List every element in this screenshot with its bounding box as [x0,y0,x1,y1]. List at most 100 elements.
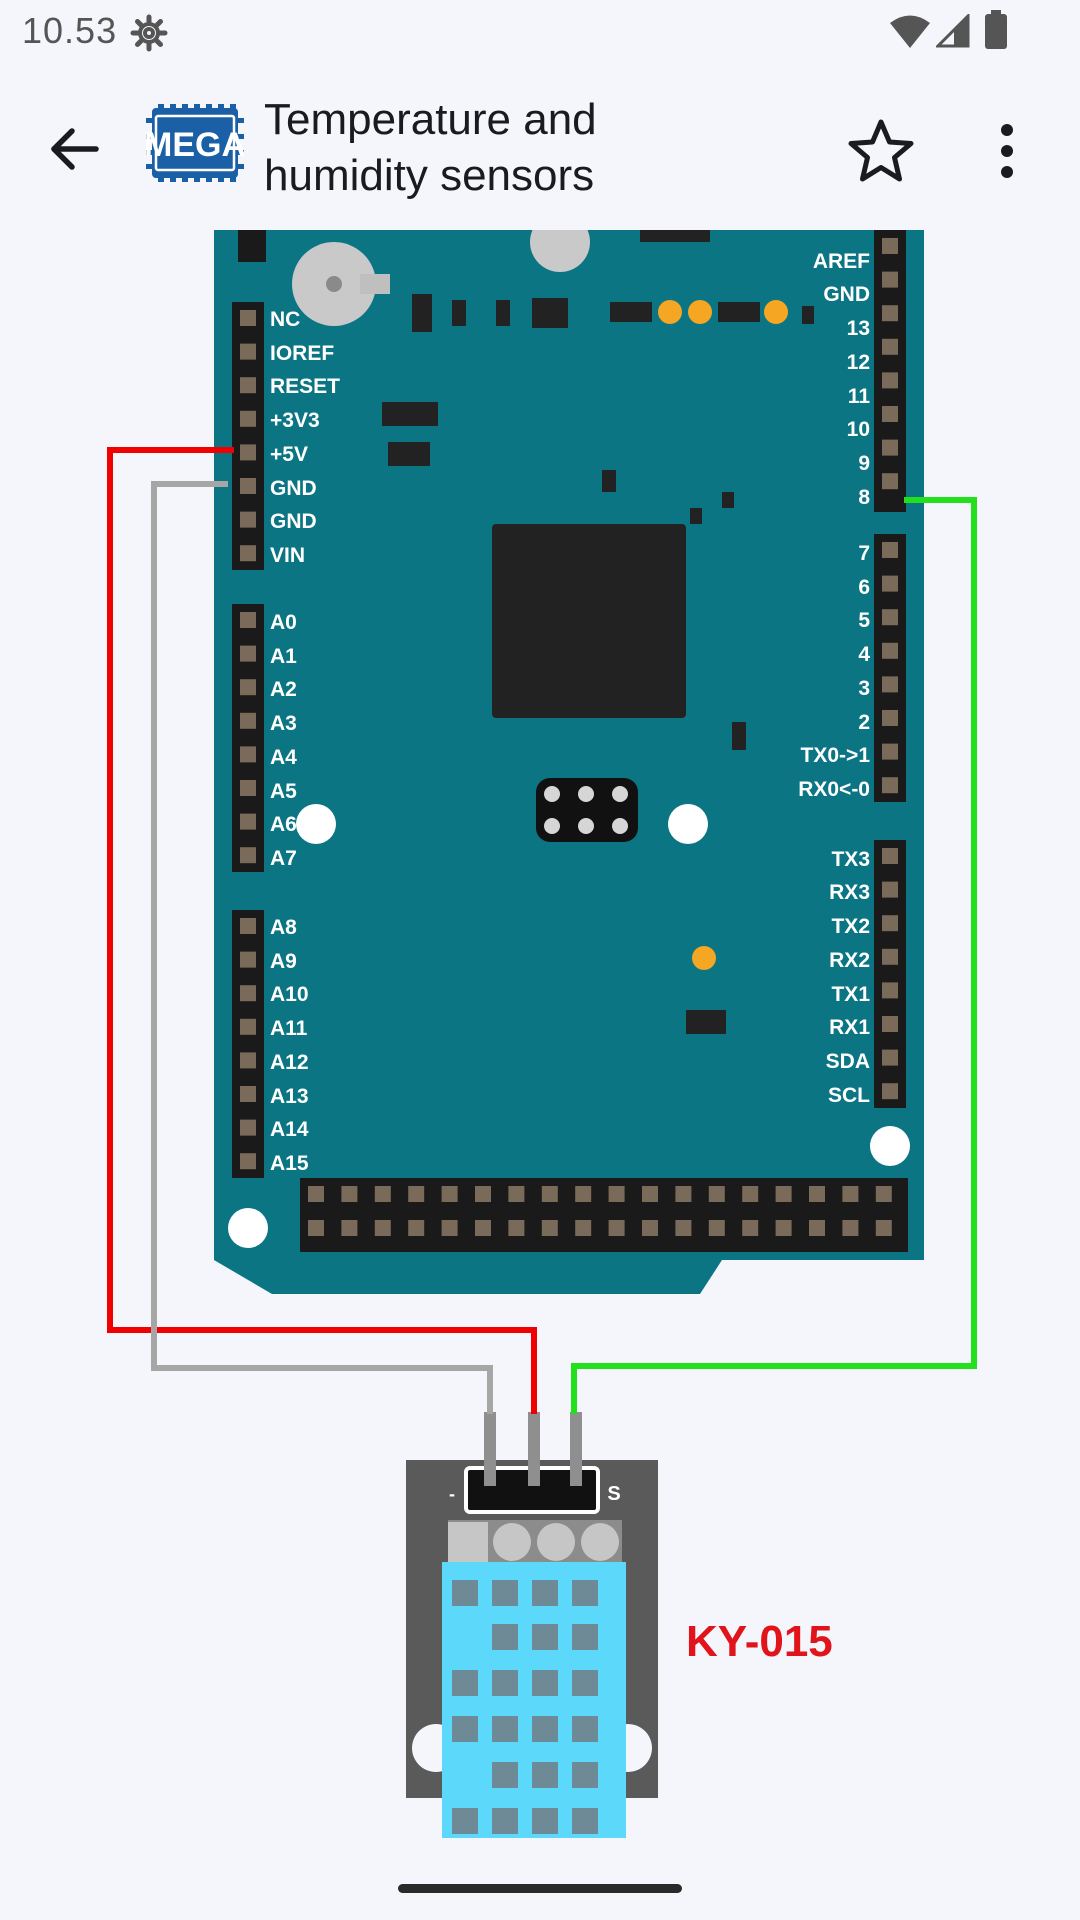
pin-label: A9 [270,950,297,973]
header-pin [341,1186,358,1202]
header-pin [240,1119,256,1136]
header-pin [541,1186,558,1202]
header-pin [608,1220,625,1236]
right-pin-labels-3: TX3 RX3 TX2 RX2 TX1 RX1 SDA SCL [826,848,871,1107]
header-pin [875,1186,892,1202]
pin-label: A3 [270,712,297,735]
more-vert-icon[interactable] [974,116,1040,186]
grille-hole [572,1580,598,1606]
back-arrow-icon[interactable] [40,114,110,184]
header-pin [882,915,898,932]
header-pin [240,679,256,696]
pin-label: 7 [858,542,870,565]
pin-label: A8 [270,916,297,939]
page-title: Temperature and humidity sensors [264,92,824,204]
header-pin [240,1153,256,1170]
header-pin [809,1220,825,1236]
grille-hole [532,1670,558,1696]
wire-signal [571,497,977,1414]
header-pin [508,1186,525,1202]
pin-label: SDA [826,1050,870,1073]
header-pin [882,982,898,999]
pin-label: RESET [270,375,340,398]
pin-label: TX2 [831,915,870,938]
wiring-diagram-svg: NC IOREF RESET +3V3 +5V GND GND VIN A0 A… [107,212,977,1838]
header-pin [642,1186,658,1202]
header-pin [742,1186,759,1202]
pin-label: A4 [270,746,297,769]
header-pin [475,1186,491,1202]
pin-label: A12 [270,1051,309,1074]
header-pin [240,813,256,830]
header-pin [882,642,898,659]
pin-label: 4 [858,643,870,666]
header-pin [675,1186,692,1202]
header-pin [240,780,256,796]
header-pin [240,985,256,1002]
grille-hole [492,1762,518,1788]
status-bar: 10.53 [0,0,1080,64]
grille-hole [492,1808,518,1834]
header-pin-squares [240,238,898,1236]
sensor-pin-signal-label: S [607,1483,620,1505]
header-pin [240,545,256,562]
pin-label: TX3 [831,848,870,871]
grille-hole [572,1808,598,1834]
header-pin [308,1186,324,1202]
sensor-pin-minus-label: - [449,1484,455,1504]
pin-label: RX2 [829,949,870,972]
header-pin [240,511,256,528]
grille-hole [452,1580,478,1606]
pin-label: A14 [270,1118,309,1141]
header-pin [882,743,898,760]
header-pin [240,712,256,729]
header-pin [875,1220,892,1236]
star-outline-icon[interactable] [846,116,916,186]
header-pin [775,1186,792,1202]
pin-label: 8 [858,486,870,509]
header-pin [882,238,898,254]
header-pin [642,1220,658,1236]
pin-label: A1 [270,645,297,668]
header-pin [240,1052,256,1069]
pin-label: A7 [270,847,297,870]
header-pin [240,847,256,864]
grille-hole [572,1624,598,1650]
wiring-diagram: NC IOREF RESET +3V3 +5V GND GND VIN A0 A… [0,212,1080,1870]
header-pin [240,951,256,968]
pin-label: A11 [270,1017,308,1040]
gesture-nav-handle[interactable] [398,1884,682,1893]
sensor-name-label: KY-015 [686,1617,833,1666]
header-pin [240,478,256,494]
grille-hole [532,1808,558,1834]
header-pin [408,1186,425,1202]
pin-label: A13 [270,1085,309,1108]
header-pin [882,676,898,693]
header-pin [240,410,256,427]
pin-label: 2 [858,711,870,734]
header-pin [240,444,256,461]
header-pin [842,1186,859,1202]
sensor-grille [452,1580,598,1834]
header-pin [742,1220,759,1236]
mega-logo-text: MEGA [146,126,244,164]
grille-hole [572,1762,598,1788]
grille-hole [532,1762,558,1788]
header-pin [675,1220,692,1236]
left-analog-pin-labels-1: A0 A1 A2 A3 A4 A5 A6 A7 [270,611,297,870]
pin-label: 3 [858,677,870,700]
header-pin [882,271,898,288]
header-pin [441,1186,458,1202]
pin-label: 6 [858,576,870,599]
pin-label: 10 [847,418,870,441]
grille-hole [492,1624,518,1650]
pin-label: A10 [270,983,309,1006]
pin-label: A15 [270,1152,309,1175]
grille-hole [452,1808,478,1834]
header-pin [240,1086,256,1102]
pin-label: A2 [270,678,297,701]
grille-hole [532,1716,558,1742]
header-pin [882,542,898,558]
header-pin [408,1220,425,1236]
header-pin [240,310,256,326]
